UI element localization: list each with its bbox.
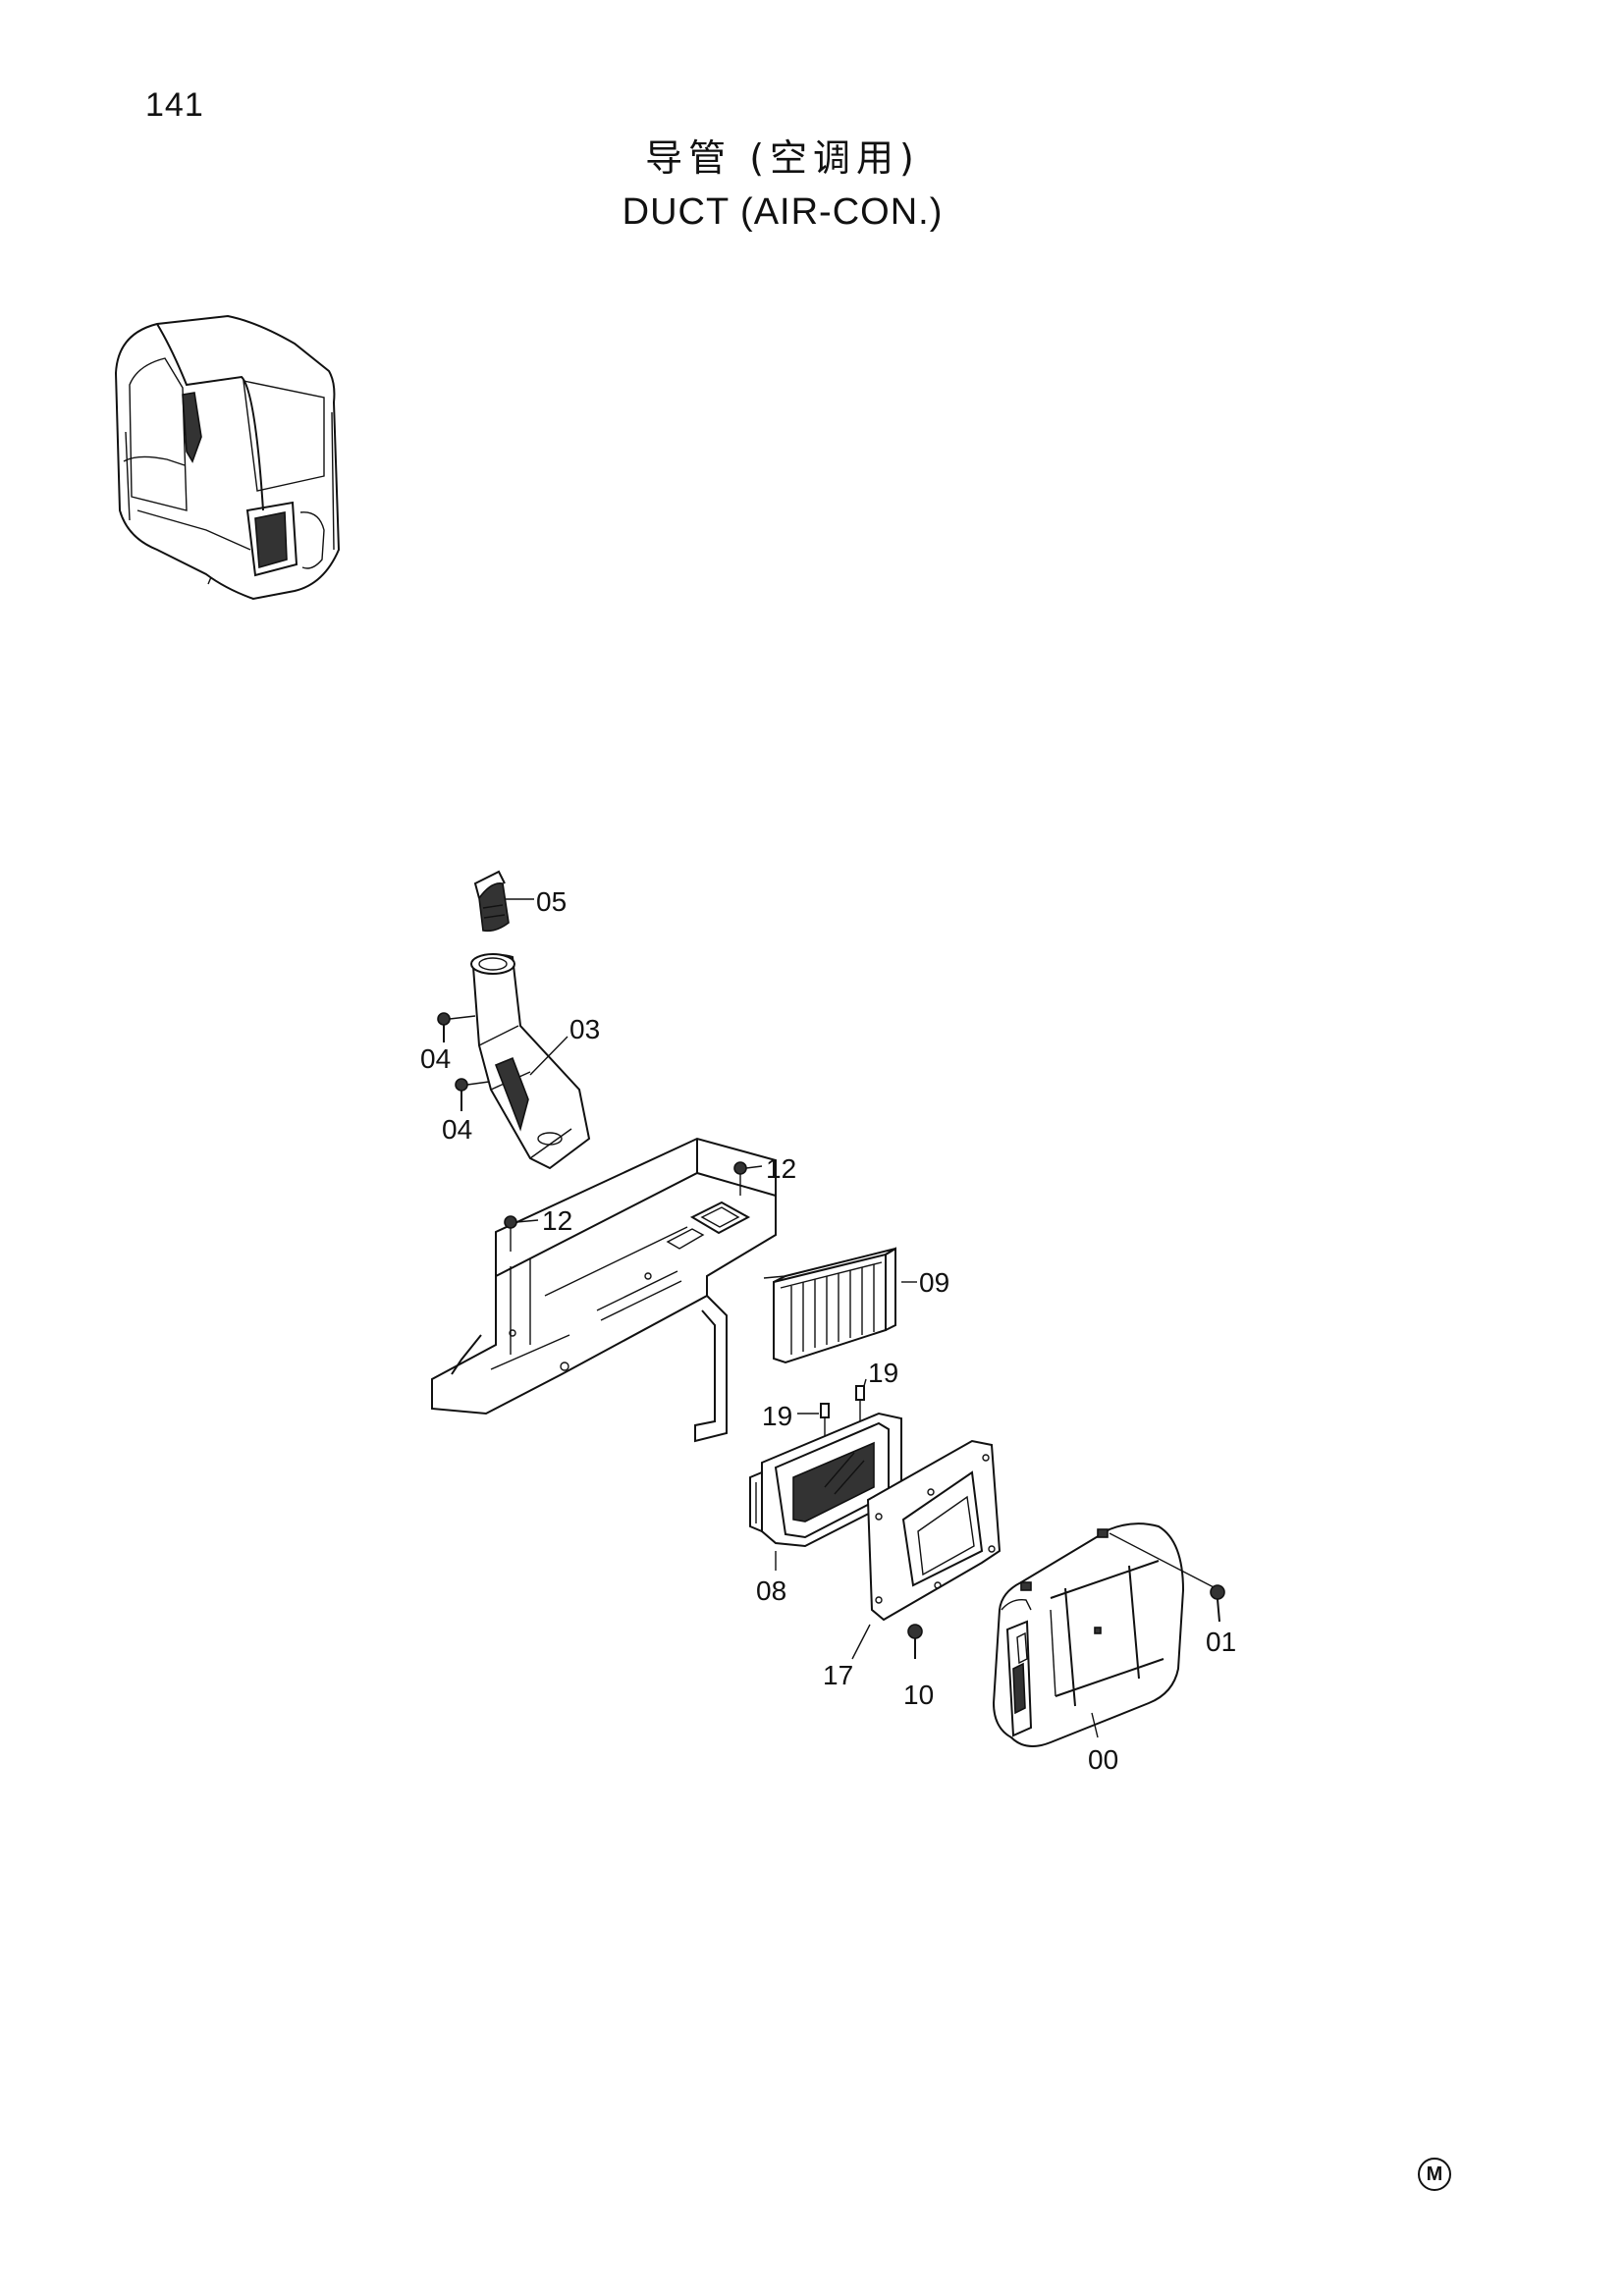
- callout-08: 08: [756, 1575, 786, 1606]
- cab-thumbnail: [114, 314, 341, 601]
- callout-10: 10: [903, 1680, 934, 1710]
- callout-19-left: 19: [762, 1401, 792, 1431]
- main-frame-assembly: [431, 1137, 777, 1443]
- part-09-filter: [773, 1247, 896, 1364]
- callout-09: 09: [919, 1267, 949, 1298]
- callout-04-lower: 04: [442, 1114, 472, 1145]
- part-12-bolts: [504, 1161, 763, 1252]
- callout-19-right: 19: [868, 1358, 898, 1388]
- part-00-cover: [992, 1522, 1185, 1747]
- callout-00: 00: [1088, 1744, 1118, 1775]
- callout-04-upper: 04: [420, 1043, 451, 1074]
- part-01-screw: [1109, 1532, 1225, 1623]
- callout-12-left: 12: [542, 1205, 572, 1236]
- page-number: 141: [145, 86, 204, 124]
- title-chinese: 导管 (空调用): [645, 136, 920, 180]
- part-05-louver: [473, 870, 510, 933]
- part-10-screw: [907, 1624, 923, 1659]
- leader-lines: [505, 898, 1099, 1738]
- callout-17: 17: [823, 1660, 853, 1690]
- callout-03: 03: [569, 1014, 600, 1044]
- callout-12-right: 12: [766, 1153, 796, 1184]
- part-03-duct: [470, 953, 591, 1170]
- callout-05: 05: [536, 886, 567, 917]
- title-english: DUCT (AIR-CON.): [622, 191, 944, 233]
- title-block: 导管 (空调用) DUCT (AIR-CON.): [0, 128, 1624, 234]
- callout-01: 01: [1206, 1627, 1236, 1657]
- circled-m-mark: M: [1418, 2158, 1451, 2191]
- part-04-screws: [437, 1012, 490, 1111]
- part-08-housing: [749, 1412, 902, 1548]
- part-17-gasket: [866, 1439, 1001, 1622]
